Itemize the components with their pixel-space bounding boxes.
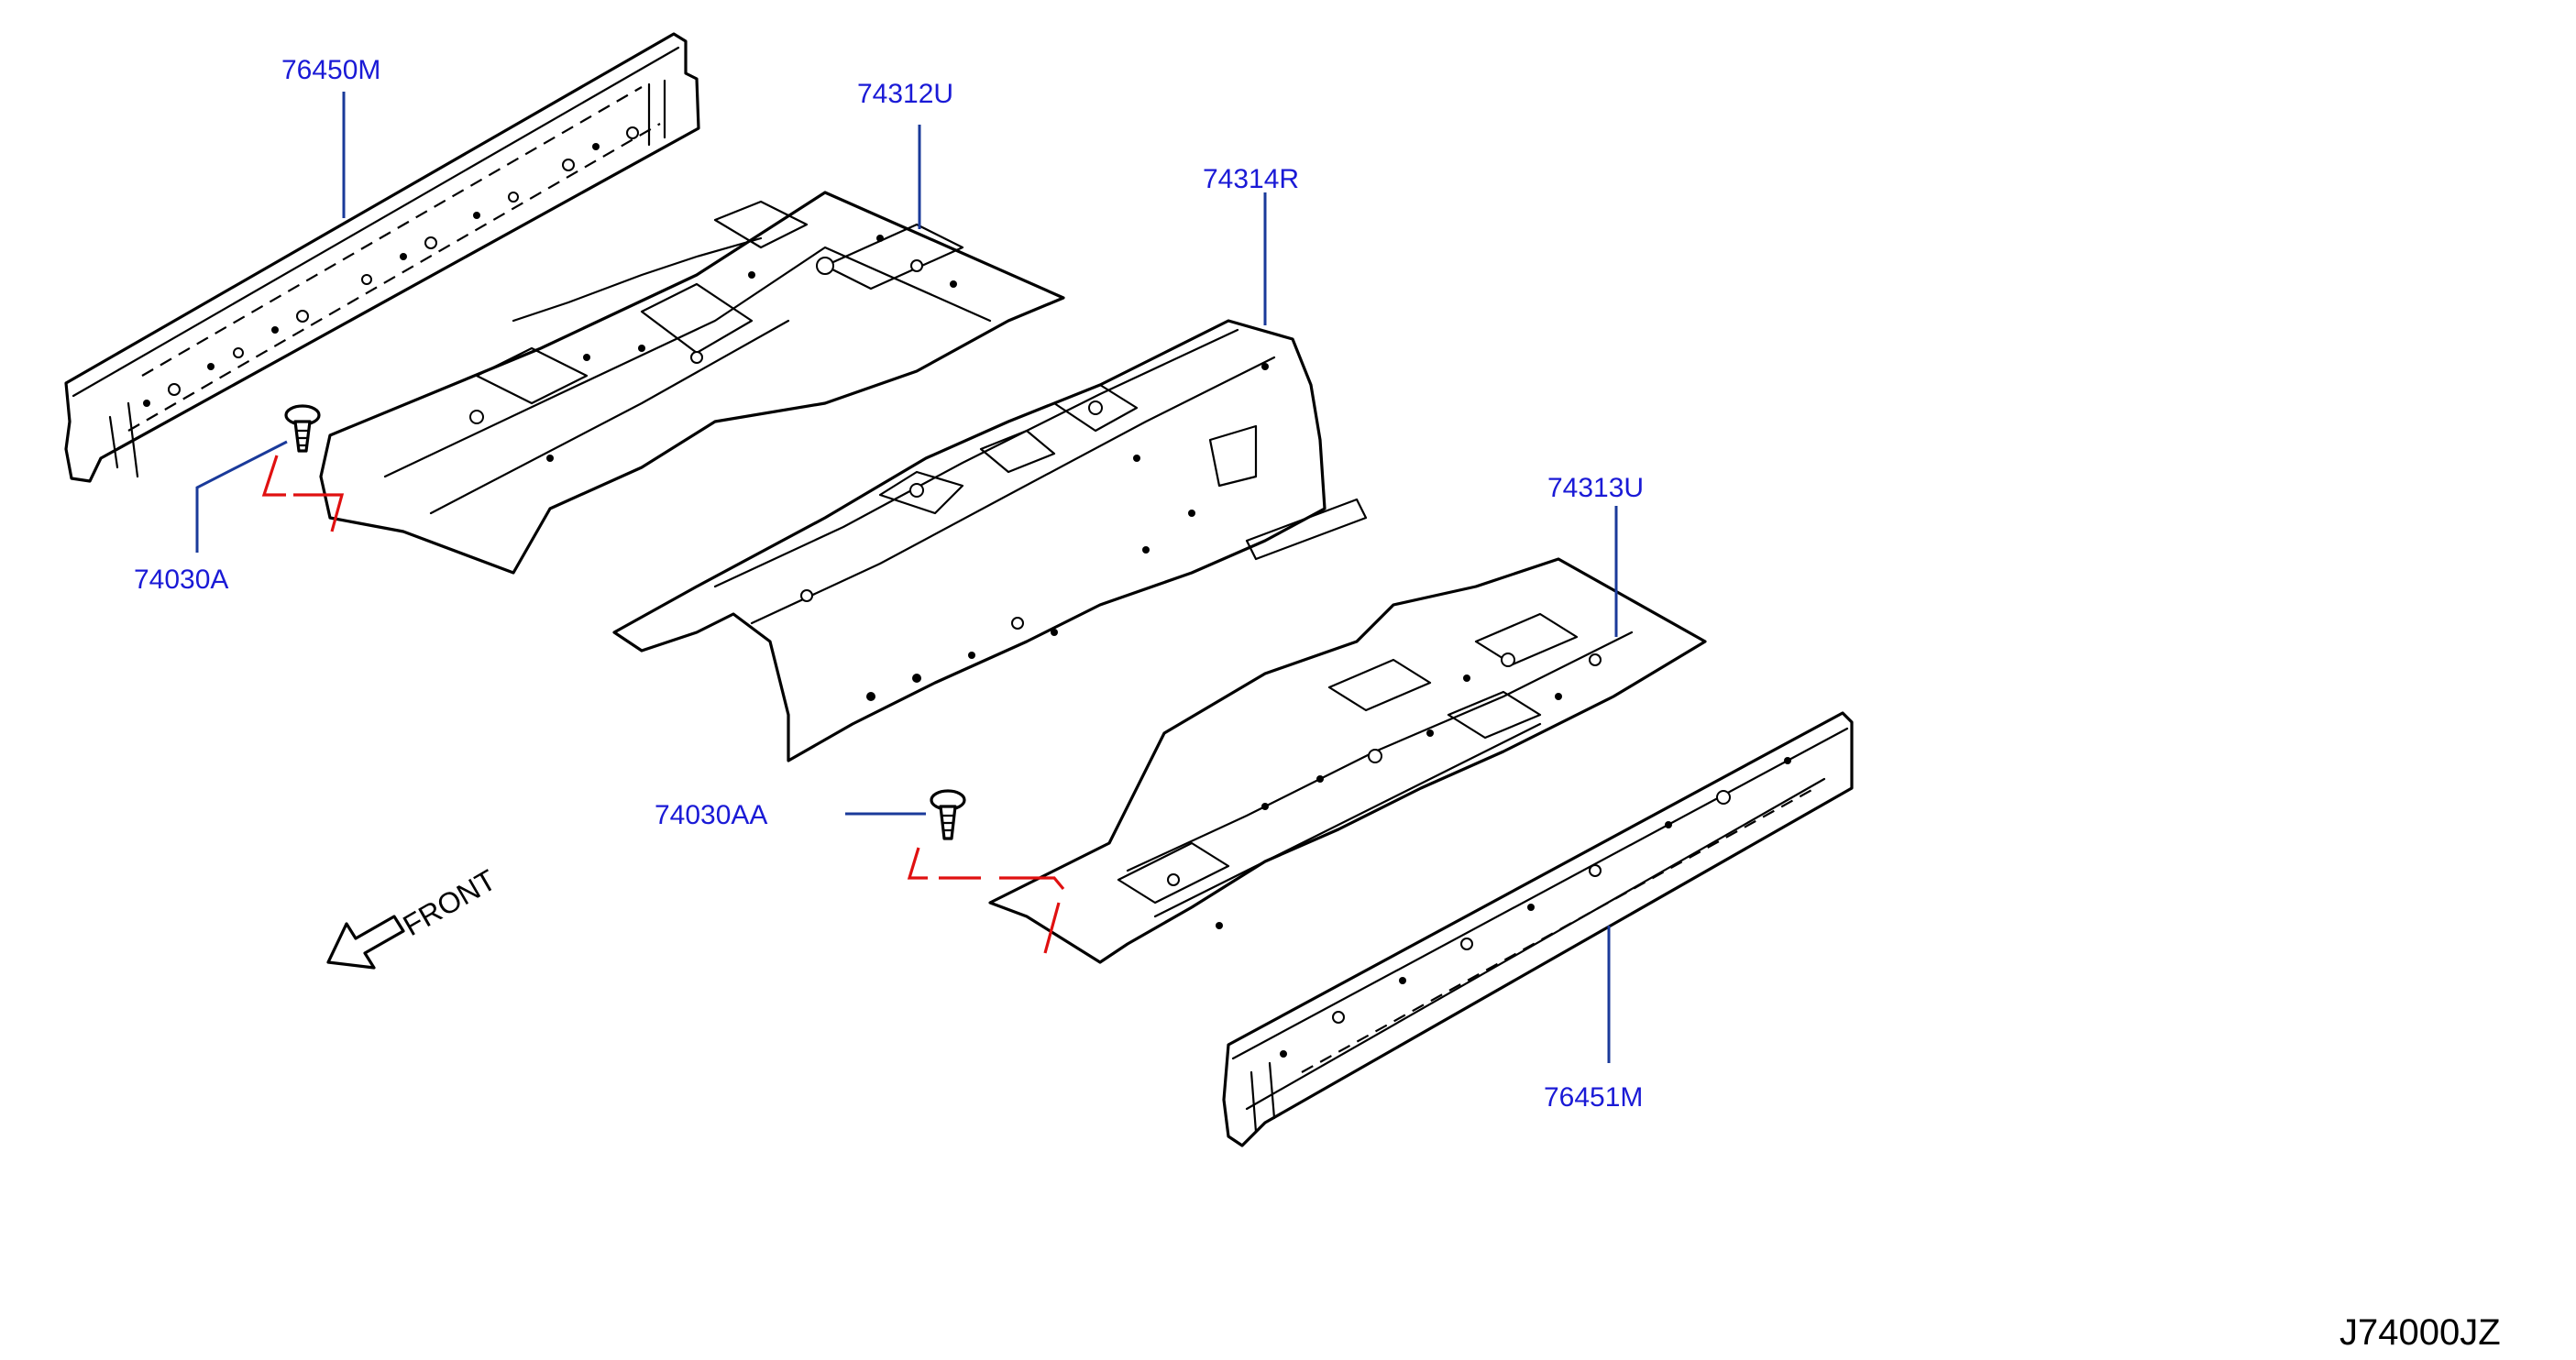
leader-74030a	[195, 440, 288, 553]
part-74314r-drawing[interactable]	[612, 319, 1368, 762]
member-left-holes	[143, 126, 639, 407]
part-76451m-drawing[interactable]	[1222, 711, 1854, 1147]
clip-74030aa-guide	[907, 847, 1065, 954]
fastener-guide-right	[907, 847, 1065, 954]
callout-74313u[interactable]: 74313U	[1547, 473, 1644, 503]
front-arrow-icon	[326, 915, 405, 970]
part-76450m-drawing[interactable]	[64, 32, 700, 483]
leader-lines	[195, 92, 1618, 1063]
member-right-holes	[1280, 757, 1791, 1058]
clip-74030a-guide	[261, 455, 345, 532]
part-74313u-drawing[interactable]	[988, 557, 1707, 964]
callout-76450m[interactable]: 76450M	[281, 55, 380, 85]
floor-center-holes	[800, 363, 1269, 701]
diagram-code: J74000JZ	[2339, 1312, 2501, 1353]
fastener-guide-left	[261, 455, 345, 532]
callout-74030a[interactable]: 74030A	[134, 565, 228, 595]
clip-74030a-drawing[interactable]	[284, 404, 321, 453]
part-74312u-drawing[interactable]	[319, 191, 1065, 575]
callout-76451m[interactable]: 76451M	[1544, 1082, 1643, 1113]
callout-74030aa[interactable]: 74030AA	[655, 800, 767, 830]
rear-floor-left-holes	[469, 235, 957, 462]
floor-right-holes	[1167, 653, 1602, 929]
callout-74312u[interactable]: 74312U	[857, 79, 953, 109]
front-label: FRONT	[398, 863, 501, 942]
clip-74030aa-drawing[interactable]	[930, 789, 966, 840]
callout-74314r[interactable]: 74314R	[1203, 164, 1299, 194]
front-direction-indicator: FRONT	[326, 863, 501, 970]
